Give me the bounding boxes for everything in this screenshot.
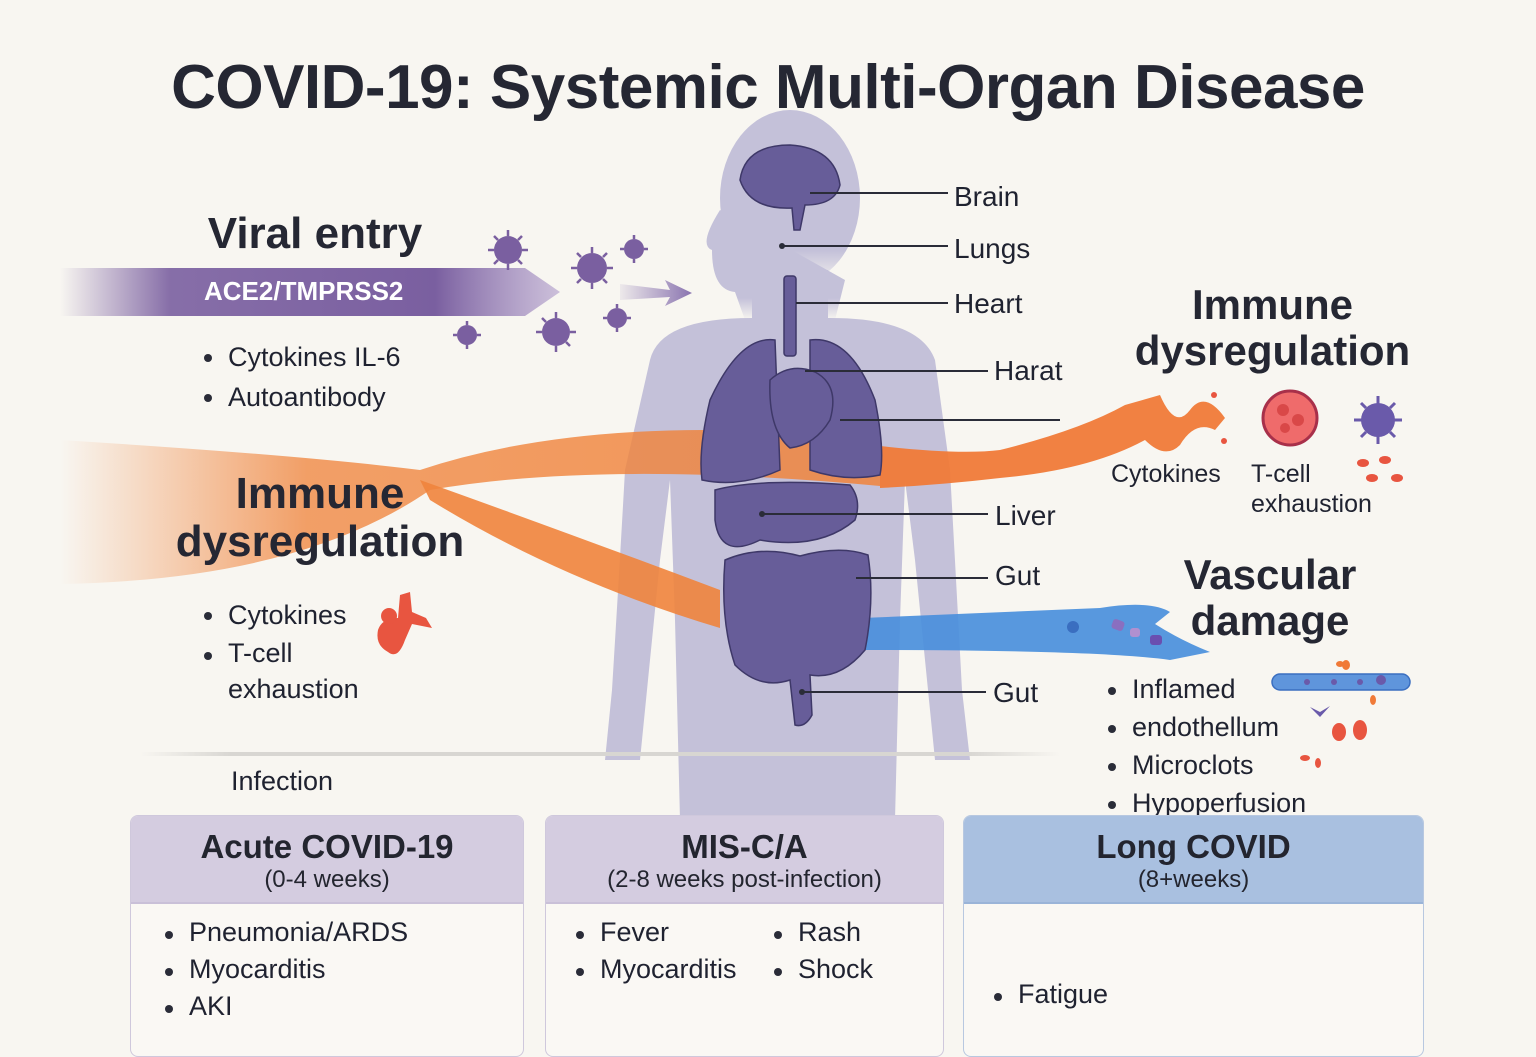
phase-item: Myocarditis <box>572 951 770 988</box>
phase-header: Acute COVID-19 (0-4 weeks) <box>131 816 523 904</box>
immune-left-heading: Immune dysregulation <box>175 469 465 567</box>
phase-card-acute: Acute COVID-19 (0-4 weeks) Pneumonia/ARD… <box>130 815 524 1057</box>
intestine-icon <box>723 549 872 727</box>
phase-header: MIS-C/A (2-8 weeks post-infection) <box>546 816 943 904</box>
phase-card-long: Long COVID (8+weeks) Fatigue Brain fog d… <box>963 815 1424 1057</box>
immune-flow-band-upper <box>60 430 880 584</box>
immune-left-bullets: Cytokines T-cell exhaustion <box>200 595 400 707</box>
phase-items: Pneumonia/ARDS Myocarditis AKI <box>161 914 523 1025</box>
virus-cell-icon <box>1354 396 1402 444</box>
phase-card-mis: MIS-C/A (2-8 weeks post-infection) Fever… <box>545 815 944 1057</box>
lung-left-icon <box>700 338 781 484</box>
t-cell-icon <box>1261 389 1319 447</box>
timeline-divider <box>140 752 1060 756</box>
phase-item: Fatigue <box>990 976 1423 1013</box>
t-cell-label: T-cell <box>1251 460 1311 488</box>
phase-title: Acute COVID-19 <box>200 828 454 865</box>
phase-item: Pneumonia/ARDS <box>161 914 523 951</box>
organ-label-liver: Liver <box>995 500 1056 531</box>
organ-label-harat: Harat <box>994 355 1063 386</box>
bullet-item: Autoantibody <box>200 377 401 417</box>
organ-label-heart: Heart <box>954 288 1023 319</box>
phase-items: Fever Rash Myocarditis Shock <box>572 914 943 988</box>
phase-item: Fever <box>572 914 770 951</box>
phase-item: AKI <box>161 988 523 1025</box>
bullet-item: Cytokines <box>200 595 400 635</box>
phase-title: MIS-C/A <box>681 828 808 865</box>
cytokine-droplets-icon <box>1211 392 1403 482</box>
page-title: COVID-19: Systemic Multi-Organ Disease <box>171 53 1365 122</box>
infection-label: Infection <box>231 766 334 796</box>
immune-right-heading: Immune dysregulation <box>1134 281 1411 375</box>
phase-items: Fatigue Brain fog dysautonomia/POTS Dysp… <box>990 914 1423 1056</box>
vascular-band <box>862 604 1210 660</box>
brain-icon <box>739 144 841 231</box>
organ-label-gut: Gut <box>995 560 1041 591</box>
phase-subtitle: (0-4 weeks) <box>264 866 390 893</box>
heart-icon <box>769 367 834 449</box>
bullet-item: endothellum <box>1104 708 1306 746</box>
immune-flow-band-lower <box>420 480 720 628</box>
phase-subtitle: (8+weeks) <box>1137 866 1250 893</box>
bullet-item: Cytokines IL-6 <box>200 337 401 377</box>
viral-entry-heading: Viral entry <box>207 209 423 258</box>
immune-flow-band-right <box>880 395 1225 488</box>
entry-arrow-icon <box>620 280 692 306</box>
phase-header: Long COVID (8+weeks) <box>964 816 1423 904</box>
phase-item: Myocarditis <box>161 951 523 988</box>
organ-label-gut-lower: Gut <box>993 677 1039 708</box>
organs <box>700 144 883 727</box>
viral-entry-bullets: Cytokines IL-6 Autoantibody <box>200 337 401 417</box>
illustration <box>60 110 1411 1024</box>
vessel-icon <box>1271 673 1411 691</box>
trachea-icon <box>783 275 797 357</box>
receptor-label: ACE2/TMPRSS2 <box>204 276 404 306</box>
phase-item: Rash <box>770 914 930 951</box>
virus-icons <box>457 236 644 346</box>
leader-lines <box>762 192 1060 693</box>
phase-subtitle: (2-8 weeks post-infection) <box>607 866 882 893</box>
viral-entry-arrow <box>60 268 560 316</box>
cytokines-label: Cytokines <box>1111 460 1221 488</box>
blood-cell-icons <box>1300 660 1376 768</box>
bullet-item: T-cell exhaustion <box>200 635 400 707</box>
exhaustion-label: exhaustion <box>1251 490 1372 518</box>
vascular-bullets: Inflamed endothellum Microclots Hypoperf… <box>1104 670 1306 822</box>
bullet-item: Microclots <box>1104 746 1306 784</box>
lung-right-icon <box>809 338 883 479</box>
antibody-icon <box>377 592 432 655</box>
organ-label-lungs: Lungs <box>954 233 1031 264</box>
vascular-heading: Vascular damage <box>1183 551 1357 645</box>
bullet-item: Hypoperfusion <box>1104 784 1306 822</box>
bullet-item: Inflamed <box>1104 670 1306 708</box>
organ-label-brain: Brain <box>954 181 1020 212</box>
phase-item: Shock <box>770 951 930 988</box>
phase-title: Long COVID <box>1096 828 1291 865</box>
